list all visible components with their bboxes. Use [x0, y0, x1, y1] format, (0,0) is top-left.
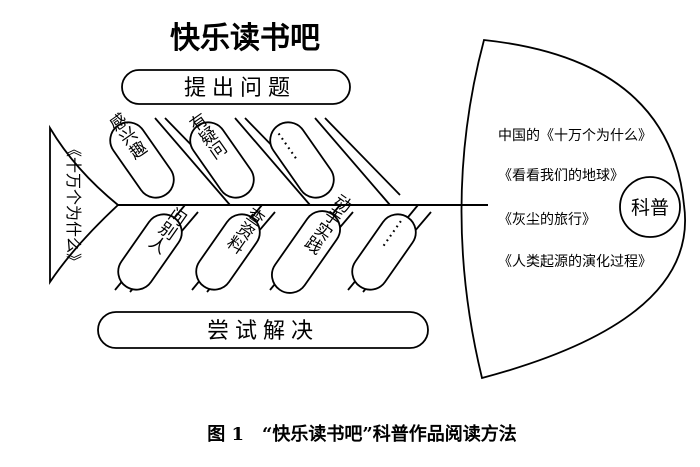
figure-caption: 图 1 “快乐读书吧”科普作品阅读方法 — [207, 423, 517, 445]
branch-wen-bie-ren: 问别人 — [117, 202, 189, 291]
branch-you-yi-wen: 有疑问 — [183, 110, 255, 199]
fish-head — [460, 39, 686, 380]
head-item-1: 中国的《十万个为什么》 — [498, 128, 652, 144]
branch-cha-zi-liao: 查资料 — [195, 202, 267, 291]
bottom-box-label: 尝试解决 — [207, 319, 319, 344]
fish-tail — [49, 124, 120, 285]
head-circle — [619, 176, 681, 238]
top-box-frame — [121, 69, 351, 105]
tail-label: 《十万个为什么》 — [64, 141, 83, 269]
diagram-title: 快乐读书吧 — [170, 21, 320, 56]
branch-lower-more: …… — [351, 213, 417, 291]
branch-gan-xing-qu: 感兴趣 — [103, 110, 175, 199]
head-item-2: 《看看我们的地球》 — [498, 168, 624, 184]
head-item-3: 《灰尘的旅行》 — [498, 212, 596, 228]
head-circle-label: 科普 — [631, 197, 669, 219]
bottom-box-frame — [97, 311, 429, 349]
head-item-4: 《人类起源的演化过程》 — [498, 254, 652, 270]
top-box-label: 提出问题 — [184, 76, 296, 101]
branch-upper-more: …… — [269, 121, 335, 199]
